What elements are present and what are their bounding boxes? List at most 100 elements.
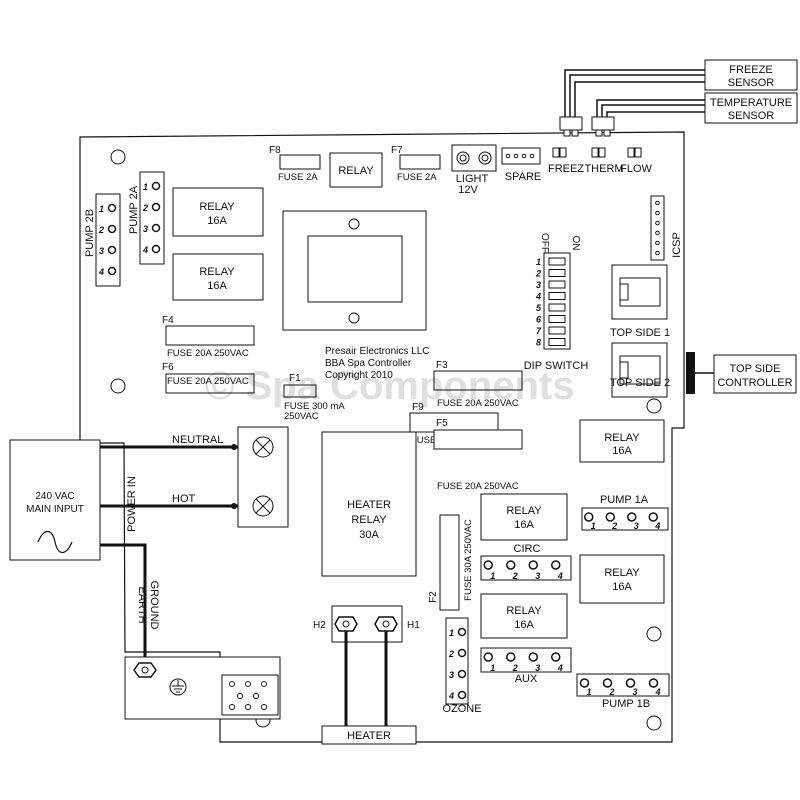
dip-switch-number: 5 — [536, 303, 542, 313]
pump-1b-pin-number: 2 — [609, 687, 615, 697]
therm-header-label: THERM — [584, 163, 623, 175]
fuse-f9 — [409, 412, 499, 433]
light-voltage-label: 12V — [458, 184, 478, 196]
circ-pin — [506, 560, 516, 570]
h2-label: H2 — [313, 620, 326, 631]
fuse-f6 — [165, 373, 255, 394]
dip-switch-lever — [548, 257, 566, 266]
freeze-sensor-label-2: SENSOR — [728, 77, 775, 89]
dip-switch-lever — [548, 303, 566, 312]
icsp-label: ICSP — [671, 232, 683, 258]
hot-terminal — [231, 495, 274, 517]
pump-2a-pin — [151, 244, 161, 254]
heater-box — [321, 725, 417, 745]
dip-switch-lever — [548, 292, 566, 300]
dip-switch-lever — [548, 315, 566, 323]
f1-label-2: 250VAC — [284, 411, 319, 422]
flow-header-label: FLOW — [620, 163, 652, 175]
f8-label: FUSE 2A — [278, 172, 318, 183]
pump-1b-label: PUMP 1B — [602, 698, 650, 710]
circ-label: CIRC — [514, 543, 541, 555]
dip-switch-number: 7 — [536, 326, 542, 336]
pump-2a-pin — [151, 202, 161, 212]
ozone-pin-number: 1 — [449, 628, 454, 638]
relay-pump-1a-rating: 16A — [612, 445, 632, 457]
light-connector — [451, 144, 497, 172]
fuse-f3 — [433, 370, 523, 391]
topside-controller-label-1: TOP SIDE — [730, 363, 781, 375]
pump-2a-label: PUMP 2A — [128, 185, 140, 234]
pump-1a-pin-number: 3 — [634, 521, 639, 531]
circ-pin — [551, 560, 561, 570]
f1-label-1: FUSE 300 mA — [284, 401, 345, 412]
ozone-pin — [457, 648, 467, 658]
f3-id: F3 — [436, 360, 448, 371]
pump-1b-pin — [579, 678, 590, 688]
aux-pin-number: 1 — [490, 663, 495, 673]
pump-2b-label: PUMP 2B — [84, 209, 96, 257]
f7-id: F7 — [391, 145, 403, 156]
pump-1b-pin — [648, 678, 659, 688]
ozone-pin-number: 3 — [449, 670, 454, 680]
top-side-2-label: TOP SIDE 2 — [610, 377, 670, 389]
copyright-line-2: BBA Spa Controller — [325, 358, 412, 369]
sensor-cables — [564, 69, 705, 117]
aux-pin-number: 3 — [535, 663, 540, 673]
mounting-holes — [110, 149, 662, 731]
heater-relay-label-1: HEATER — [347, 499, 391, 511]
temperature-sensor-box — [704, 92, 798, 124]
f4-label: FUSE 20A 250VAC — [167, 348, 249, 359]
ozone-pin-number: 4 — [448, 691, 454, 701]
relay-pump2-a — [172, 187, 264, 237]
dip-switch-body — [543, 252, 571, 350]
circ-pin-number: 3 — [535, 571, 540, 581]
aux-pin — [551, 652, 561, 662]
f7-label: FUSE 2A — [397, 172, 437, 183]
relay-aux-label: RELAY — [506, 605, 542, 617]
transformer-core — [307, 235, 403, 303]
neutral-label: NEUTRAL — [172, 434, 223, 446]
relay-pump-1a — [579, 419, 665, 463]
icsp-header — [650, 195, 665, 261]
heater-label: HEATER — [347, 730, 391, 742]
freeze-sensor-label-1: FREEZE — [729, 64, 772, 76]
dip-switch-number: 6 — [536, 315, 542, 325]
relay-pump2-a-label: RELAY — [199, 201, 235, 213]
top-side-1-label: TOP SIDE 1 — [610, 327, 670, 339]
ac-symbol — [37, 530, 73, 554]
pump-1a-pin-number: 4 — [654, 521, 660, 531]
pump-2a-pin-number: 4 — [142, 245, 148, 255]
f5-id: F5 — [436, 418, 448, 429]
dip-off-label: OFF — [539, 233, 550, 253]
fuse-f5 — [433, 429, 523, 450]
dip-switch-number: 1 — [536, 257, 541, 267]
freez-header-label: FREEZ — [548, 163, 584, 175]
ground-label: GROUND — [148, 581, 160, 630]
relay-pump-1b — [579, 554, 665, 604]
light-label: LIGHT — [456, 173, 489, 185]
pump-2a-pin-number: 1 — [143, 182, 148, 192]
top-relay-label: RELAY — [338, 165, 374, 177]
pump-1a-label: PUMP 1A — [600, 494, 649, 506]
relay-circ-label: RELAY — [506, 505, 542, 517]
fuse-f1 — [283, 384, 317, 398]
pump-2b-pin — [107, 266, 117, 276]
dip-switch-lever — [548, 338, 566, 346]
h1-terminal — [374, 616, 398, 632]
dip-switch-number: 4 — [535, 292, 541, 302]
temperature-sensor-label-1: TEMPERATURE — [710, 97, 792, 109]
aux-pin — [483, 652, 493, 662]
pump-1b-pin-number: 4 — [655, 687, 661, 697]
sensor-plugs — [559, 116, 615, 137]
heater-relay-label-3: 30A — [359, 529, 379, 541]
f6-id: F6 — [162, 362, 174, 373]
aux-pin — [528, 652, 538, 662]
temperature-sensor-label-2: SENSOR — [728, 110, 775, 122]
relay-pump-1a-label: RELAY — [604, 432, 640, 444]
pump-2b-pin — [107, 224, 117, 234]
pump-2a-pin-number: 2 — [142, 203, 148, 213]
watermark: © Spa Components — [205, 364, 575, 408]
